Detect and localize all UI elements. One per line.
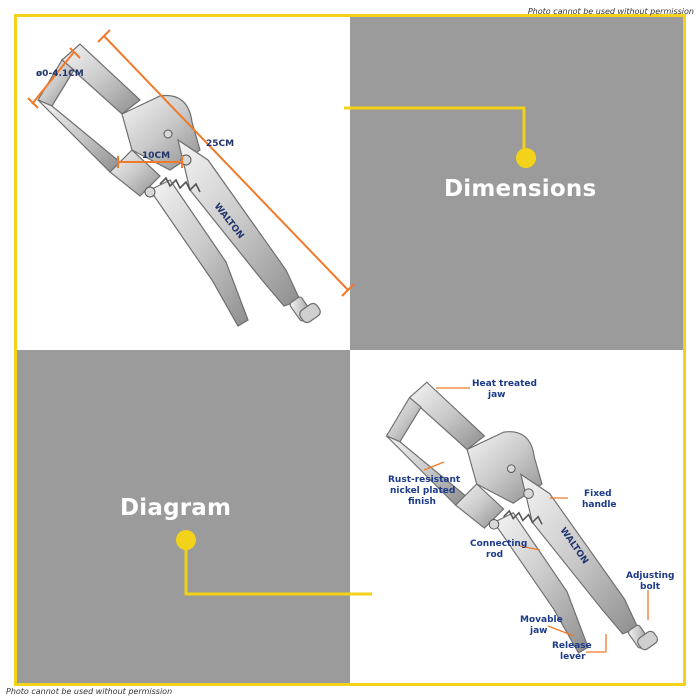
permission-notice: Photo cannot be used without permission bbox=[6, 687, 173, 696]
svg-text:jaw: jaw bbox=[487, 390, 505, 400]
callout-heat-treated-jaw: Heat treated jaw bbox=[472, 379, 537, 400]
svg-text:lever: lever bbox=[560, 652, 586, 662]
diagram-label-panel bbox=[17, 350, 350, 683]
svg-text:rod: rod bbox=[486, 550, 503, 560]
callout-adjusting-bolt: Adjusting bolt bbox=[626, 571, 675, 592]
svg-text:Adjusting: Adjusting bbox=[626, 571, 675, 581]
callout-release-lever: Release lever bbox=[552, 641, 592, 662]
diagram-connector bbox=[184, 542, 372, 596]
callout-lines bbox=[423, 387, 649, 653]
svg-text:jaw: jaw bbox=[529, 626, 547, 636]
dimension-lines bbox=[27, 29, 355, 297]
jaw-depth-label: 10CM bbox=[142, 151, 170, 161]
svg-text:Heat treated: Heat treated bbox=[472, 379, 537, 389]
svg-text:bolt: bolt bbox=[640, 582, 661, 592]
callout-rust-resistant: Rust-resistant nickel plated finish bbox=[388, 475, 461, 507]
svg-text:Release: Release bbox=[552, 641, 592, 651]
permission-notice: Photo cannot be used without permission bbox=[527, 7, 694, 16]
callout-fixed-handle: Fixed handle bbox=[582, 489, 617, 510]
diagram-title: Diagram bbox=[120, 495, 232, 521]
yellow-dot-marker bbox=[516, 148, 536, 168]
svg-text:Connecting: Connecting bbox=[470, 539, 527, 549]
yellow-frame bbox=[14, 14, 686, 686]
dimensions-connector bbox=[344, 106, 526, 156]
yellow-dot-marker bbox=[176, 530, 196, 550]
length-label: 25CM bbox=[206, 139, 234, 149]
jaw-opening-label: ø0-4.1CM bbox=[36, 69, 84, 79]
dimensions-title: Dimensions bbox=[444, 176, 597, 202]
labeled-plier-image bbox=[385, 381, 661, 654]
svg-text:Rust-resistant: Rust-resistant bbox=[388, 475, 461, 485]
svg-text:finish: finish bbox=[408, 497, 436, 507]
callout-connecting-rod: Connecting rod bbox=[470, 539, 527, 560]
svg-text:nickel plated: nickel plated bbox=[390, 486, 455, 496]
dimensions-label-panel bbox=[350, 17, 683, 350]
svg-text:handle: handle bbox=[582, 500, 617, 510]
callout-movable-jaw: Movable jaw bbox=[520, 615, 563, 636]
locking-plier-image bbox=[37, 43, 324, 327]
svg-text:Movable: Movable bbox=[520, 615, 563, 625]
svg-text:Fixed: Fixed bbox=[584, 489, 612, 499]
